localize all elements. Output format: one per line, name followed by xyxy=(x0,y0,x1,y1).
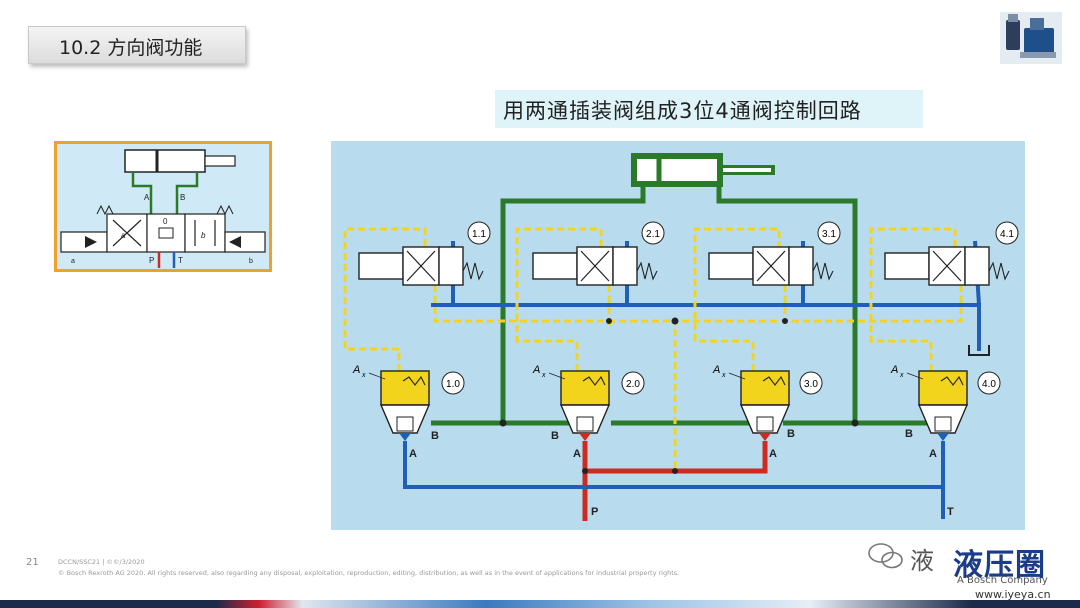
ax-sub-1: x xyxy=(361,372,366,379)
port-A-4: A xyxy=(929,448,937,460)
port-B-3: B xyxy=(787,428,795,440)
port-P: P xyxy=(591,506,598,518)
ax-label-3: A xyxy=(712,364,720,376)
company-tagline: A Bosch Company xyxy=(957,575,1048,586)
cartridge-label-3: 3.0 xyxy=(804,379,818,390)
ax-label-4: A xyxy=(890,364,898,376)
ax-sub-3: x xyxy=(721,372,726,379)
pilot-label-3: 3.1 xyxy=(822,229,836,240)
footer-line-1: DCCN/SSC21 | ©©/3/2020 xyxy=(58,558,145,566)
ax-sub-4: x xyxy=(899,372,904,379)
small-label-0: 0 xyxy=(163,217,168,226)
watermark-logo: 液压圈 xyxy=(953,548,1046,583)
cartridge-label-1: 1.0 xyxy=(446,379,460,390)
pilot-valve-4 xyxy=(884,246,1010,286)
small-label-T: T xyxy=(178,256,183,265)
small-label-b: b xyxy=(249,258,253,265)
valve-symbol-diagram: A B a 0 b a b P T xyxy=(54,141,272,272)
ax-label-2: A xyxy=(532,364,540,376)
slide-title: 10.2 方向阀功能 xyxy=(59,37,203,59)
small-label-a-pos: a xyxy=(121,231,126,240)
wechat-icon xyxy=(866,541,906,571)
footer-copyright: © Bosch Rexroth AG 2020. All rights rese… xyxy=(58,569,680,577)
ax-label-1: A xyxy=(352,364,360,376)
cartridge-label-2: 2.0 xyxy=(626,379,640,390)
page-number: 21 xyxy=(26,557,39,568)
port-A-3: A xyxy=(769,448,777,460)
small-label-b-pos: b xyxy=(201,231,206,240)
port-A-2: A xyxy=(573,448,581,460)
pilot-label-1: 1.1 xyxy=(472,229,486,240)
pilot-label-4: 4.1 xyxy=(1000,229,1014,240)
pilot-label-2: 2.1 xyxy=(646,229,660,240)
subtitle-box: 用两通插装阀组成3位4通阀控制回路 xyxy=(495,90,923,128)
slide-title-box: 10.2 方向阀功能 xyxy=(28,26,246,64)
cartridge-label-4: 4.0 xyxy=(982,379,996,390)
small-label-B: B xyxy=(180,193,185,202)
ax-sub-2: x xyxy=(541,372,546,379)
pilot-valve-1 xyxy=(358,246,484,286)
bottom-brand-bar xyxy=(0,600,1080,608)
small-label-a: a xyxy=(71,258,75,265)
product-photo xyxy=(1000,12,1062,64)
pilot-valve-2 xyxy=(532,246,658,286)
cartridge-valve-3 xyxy=(739,370,791,441)
circuit-diagram: 1.1 2.1 3.1 4.1 xyxy=(331,141,1025,530)
port-B-2: B xyxy=(551,430,559,442)
port-A-1: A xyxy=(409,448,417,460)
port-B-4: B xyxy=(905,428,913,440)
subtitle-text: 用两通插装阀组成3位4通阀控制回路 xyxy=(503,99,862,123)
pilot-valve-3 xyxy=(708,246,834,286)
cartridge-valve-4 xyxy=(917,370,969,441)
watermark-cn-text: 液 xyxy=(910,547,934,575)
small-label-P: P xyxy=(149,256,154,265)
small-label-A: A xyxy=(144,193,150,202)
watermark-url: www.iyeya.cn xyxy=(975,588,1051,601)
cartridge-valve-1 xyxy=(379,370,431,441)
cartridge-valve-2 xyxy=(559,370,611,441)
port-B-1: B xyxy=(431,430,439,442)
port-T: T xyxy=(947,506,954,518)
